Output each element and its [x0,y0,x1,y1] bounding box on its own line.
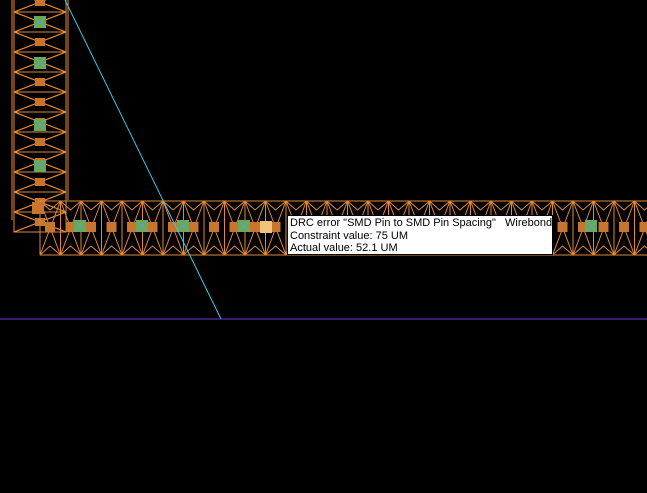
via-marker [33,56,47,70]
via-marker [176,219,190,233]
vertical-pad [13,31,67,53]
drc-error-tooltip: DRC error "SMD Pin to SMD Pin Spacing" W… [287,215,553,255]
via-marker [584,219,598,233]
vertical-pad [13,171,67,193]
corner-pad [32,202,44,214]
via-marker [73,219,87,233]
drc-error-title: DRC error "SMD Pin to SMD Pin Spacing" W… [290,217,553,229]
rubberband-line [64,0,222,320]
highlighted-pad [260,221,272,233]
horizontal-pad [60,200,82,256]
via-marker [33,118,47,132]
drc-constraint-value: Constraint value: 75 UM [290,229,408,242]
via-marker [135,219,149,233]
horizontal-pad [121,200,143,256]
horizontal-pad [224,200,246,256]
horizontal-pad [101,200,123,256]
vertical-pad-column [11,0,69,233]
drc-actual-value: Actual value: 52.1 UM [290,242,398,254]
vertical-pad [13,71,67,93]
via-marker [237,219,251,233]
horizontal-pad [613,200,635,256]
via-marker [33,159,47,173]
vertical-pad [13,0,67,13]
vertical-pad [13,131,67,153]
horizontal-pad [634,200,647,256]
horizontal-pad [552,200,574,256]
vertical-pad [13,91,67,113]
horizontal-pad [572,200,594,256]
horizontal-pad [162,200,184,256]
horizontal-pad [203,200,225,256]
via-marker [33,15,47,29]
